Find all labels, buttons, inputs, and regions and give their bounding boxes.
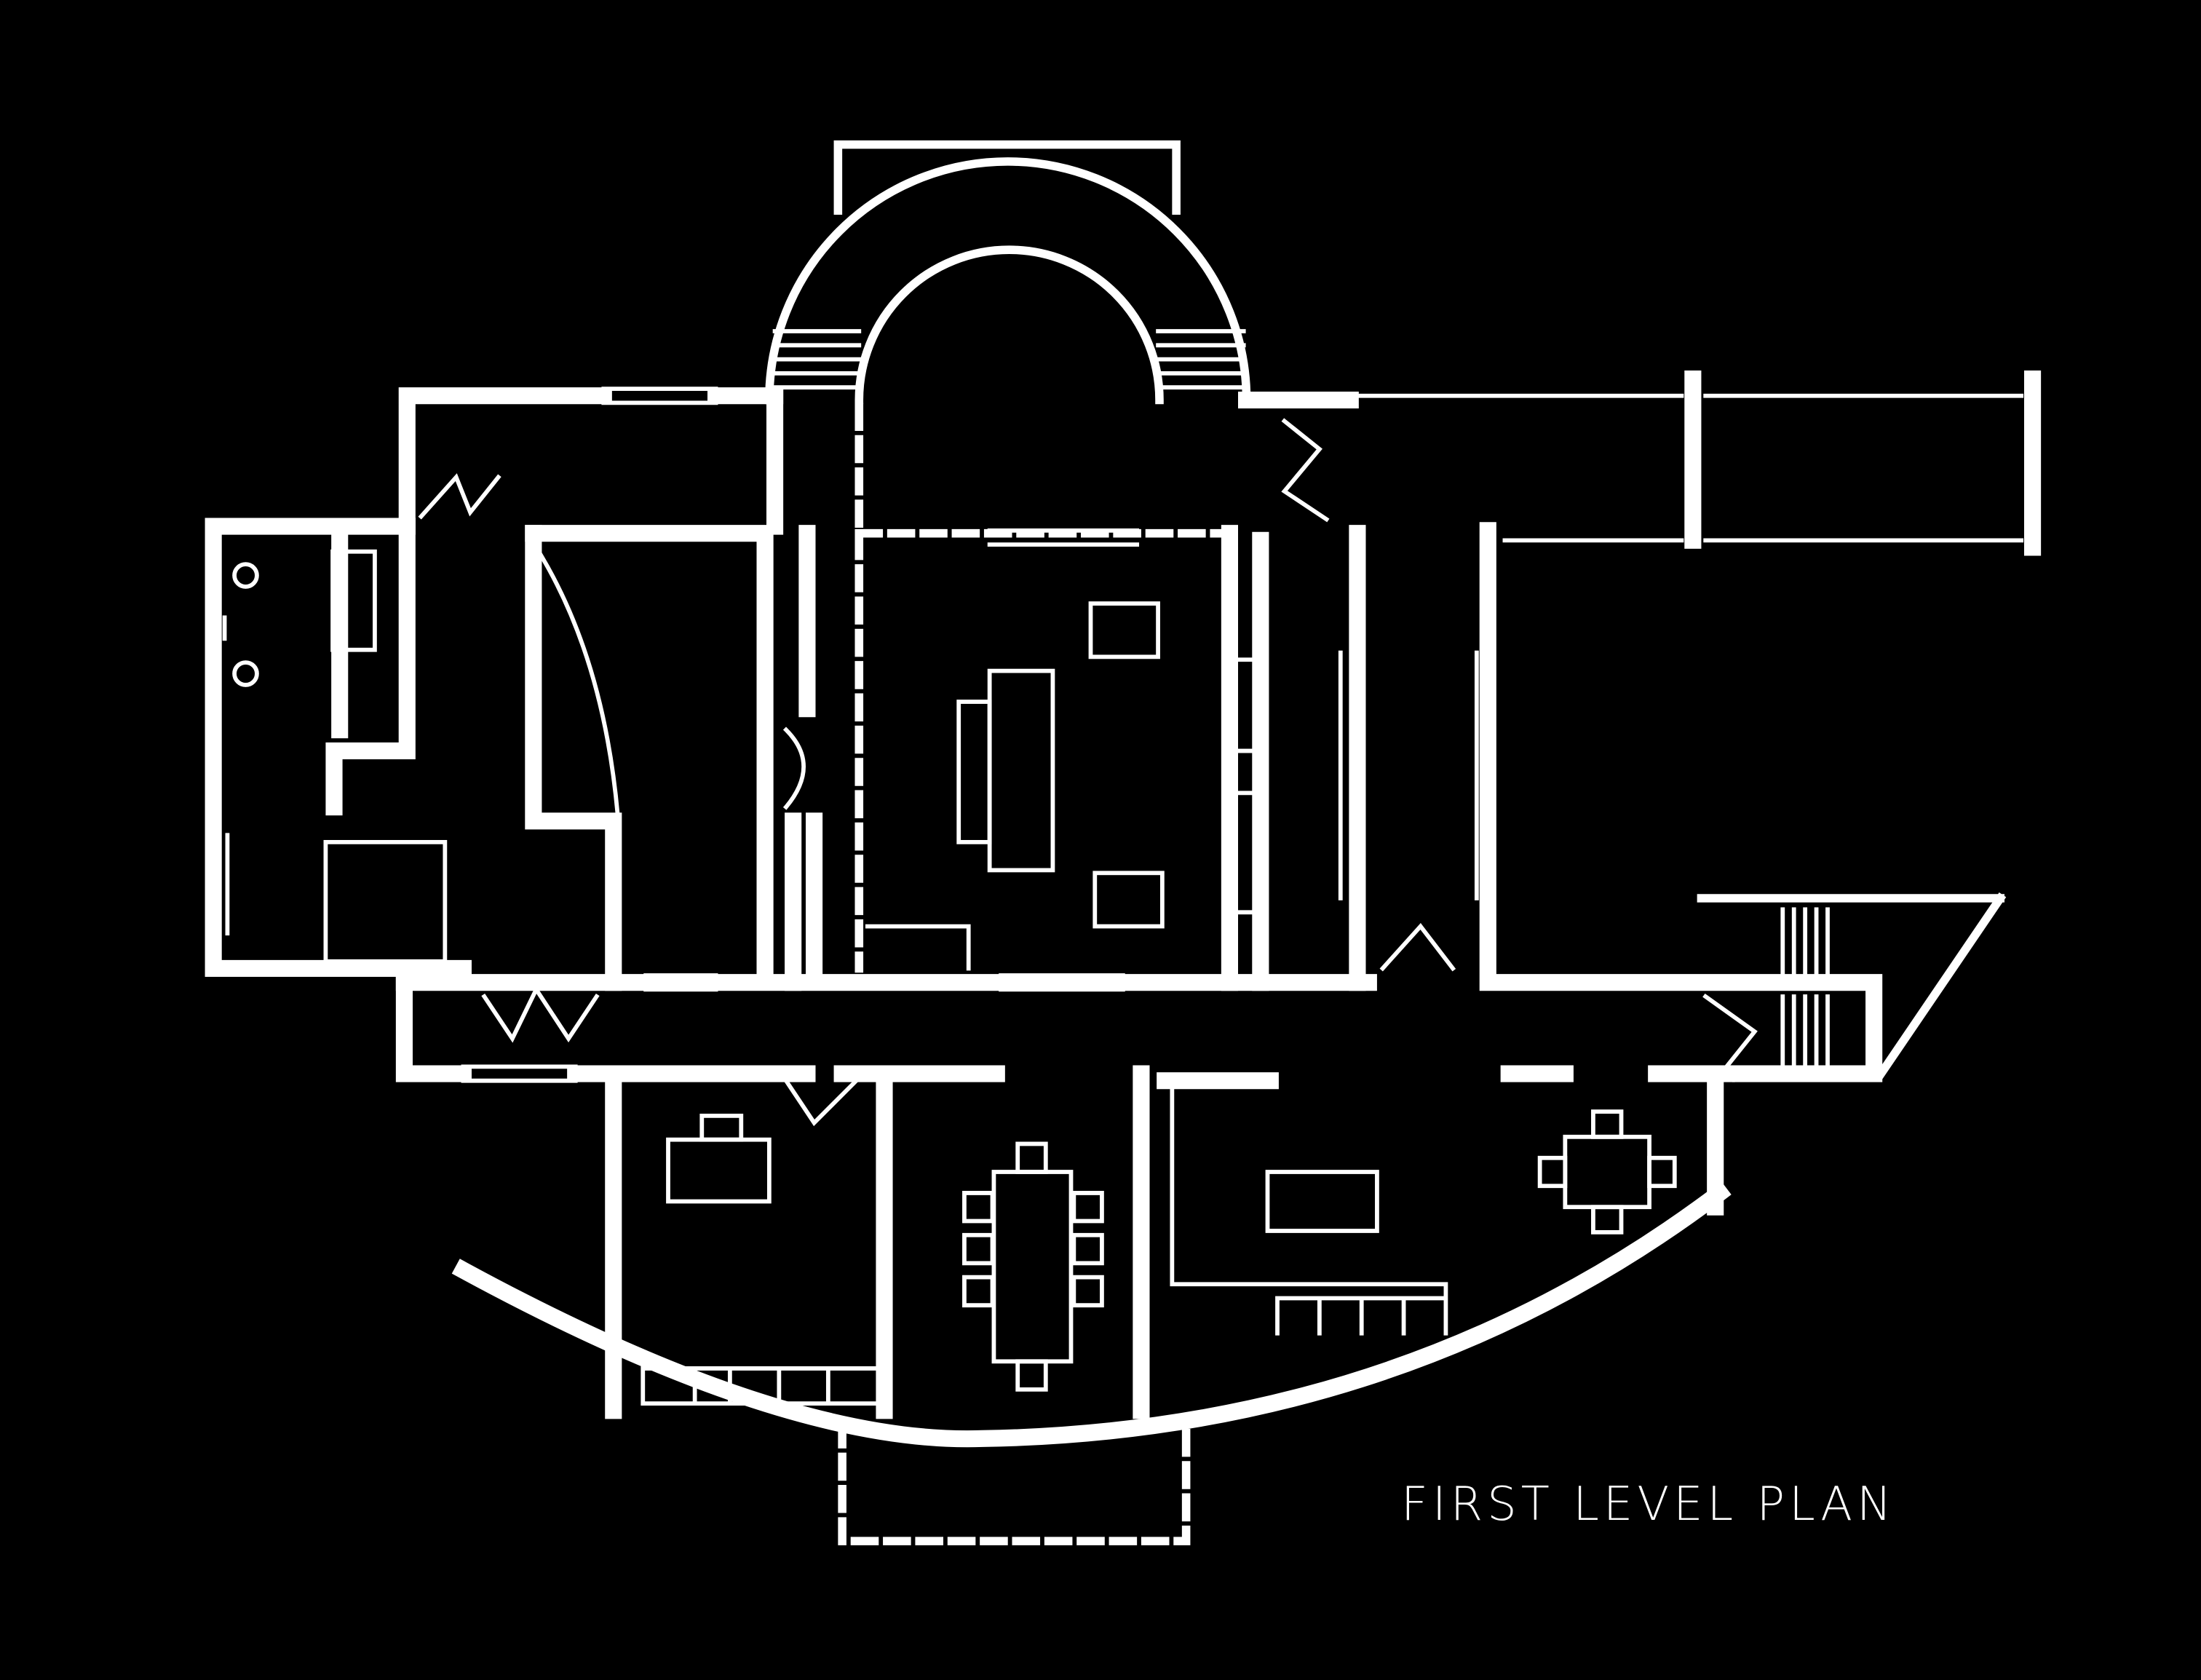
armchair [1092, 871, 1165, 929]
stairs-east [1780, 907, 1830, 1069]
desk-chair [699, 1113, 744, 1142]
plan-title: FIRST LEVEL PLAN [1401, 1478, 1896, 1532]
bed-chair [323, 839, 448, 964]
coffee-table [956, 700, 992, 844]
sink [232, 660, 259, 687]
sofa [987, 668, 1055, 873]
interior-walls [331, 371, 2042, 1419]
breakfast-chairs [1537, 1109, 1677, 1235]
doors [418, 418, 1758, 1127]
porch-steps-right [1156, 329, 1246, 390]
furniture [232, 549, 1677, 1406]
bathtub [330, 549, 377, 652]
built-in-bench [865, 924, 971, 971]
dining-chairs [962, 1141, 1104, 1392]
built-in-shelves [641, 1366, 887, 1406]
exterior-walls [205, 387, 1883, 1082]
breakfast-table [1563, 1134, 1651, 1210]
kitchen-counter [1170, 1085, 1448, 1336]
dining-table [991, 1170, 1074, 1364]
desk [666, 1137, 772, 1204]
porch-steps-left [772, 329, 862, 390]
dashed-lines [838, 403, 1226, 1545]
kitchen-island [1265, 1170, 1379, 1233]
sink [232, 562, 259, 589]
south-curved-wall [451, 892, 2007, 1448]
armchair [1088, 601, 1160, 659]
entry-porch [765, 140, 1251, 405]
fireplace-shelving [1230, 657, 1258, 915]
